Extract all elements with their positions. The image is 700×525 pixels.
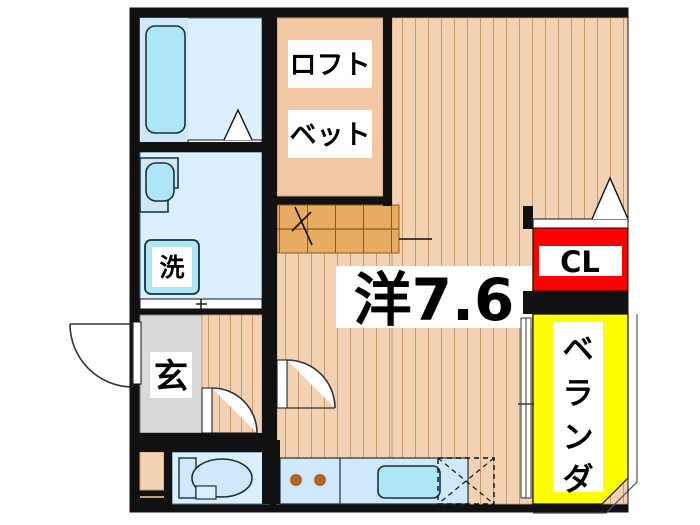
interior-walls (130, 8, 628, 512)
closet: CL (532, 227, 629, 292)
loft-label-bg (288, 40, 372, 88)
unit-bath-room (139, 17, 263, 150)
veranda: ベ ラ ン ダ (532, 313, 638, 514)
veranda-char-4: ダ (563, 462, 594, 498)
toilet-utility-block (139, 451, 165, 498)
veranda-char-3: ン (563, 420, 594, 456)
loft-block: ロフト ベット (276, 17, 384, 197)
closet-label-bg (539, 246, 622, 276)
main-room-label-group: 洋7.6 (336, 266, 532, 334)
bed-label-bg (288, 110, 372, 158)
veranda-char-1: ベ (563, 332, 594, 368)
main-room-label-bg (336, 266, 532, 328)
closet-label: CL (560, 245, 600, 279)
kitchen-sink (377, 465, 441, 499)
entrance-genkan: 玄 (139, 314, 203, 434)
refrigerator-space (437, 457, 495, 505)
loft-stairs (276, 204, 432, 254)
gas-burner-right (314, 474, 326, 486)
toilet-room (171, 451, 271, 505)
main-room-label: 洋7.6 (354, 266, 515, 334)
veranda-window[interactable] (518, 317, 534, 499)
veranda-char-2: ラ (563, 376, 594, 412)
hallway (201, 314, 263, 434)
washer-label: 洗 (159, 253, 184, 282)
bed-label: ベット (290, 120, 371, 151)
bathtub (145, 25, 186, 134)
kitchen (279, 457, 469, 505)
washbasin (139, 157, 179, 213)
loft-label: ロフト (290, 50, 371, 81)
wall-outline (129, 7, 629, 513)
entrance-label: 玄 (154, 357, 188, 397)
washroom-door[interactable] (139, 298, 263, 310)
washroom: 洗 (139, 151, 263, 310)
gas-burner-left (290, 474, 302, 486)
entrance-door[interactable] (69, 321, 142, 388)
washer-pan: 洗 (144, 239, 200, 295)
veranda-label-bg (553, 322, 603, 492)
